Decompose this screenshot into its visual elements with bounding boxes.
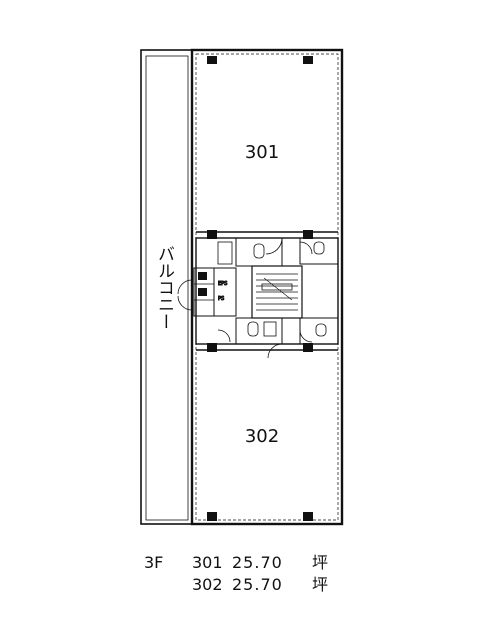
room-302: 302 bbox=[196, 349, 338, 447]
columns bbox=[207, 56, 313, 521]
room-302-label: 302 bbox=[245, 426, 279, 447]
eps-label: EPS bbox=[218, 281, 227, 287]
building-core: EPS PS bbox=[177, 237, 339, 359]
area-legend: 3F 301 25.70 坪 302 25.70 坪 bbox=[144, 552, 328, 596]
legend-row-302: 302 25.70 坪 bbox=[144, 574, 328, 596]
room-301-label: 301 bbox=[245, 142, 279, 163]
legend-row-301: 3F 301 25.70 坪 bbox=[144, 552, 328, 574]
legend-unit: 302 bbox=[192, 575, 223, 594]
ps-label: PS bbox=[218, 296, 224, 302]
balcony-label: バルコニー bbox=[154, 245, 174, 330]
legend-unit: 301 bbox=[192, 553, 223, 572]
legend-area: 25.70 bbox=[232, 553, 283, 572]
legend-unit-label: 坪 bbox=[312, 575, 329, 594]
legend-area: 25.70 bbox=[232, 575, 283, 594]
room-301: 301 bbox=[196, 142, 338, 233]
floor-label: 3F bbox=[144, 553, 164, 572]
balcony: バルコニー bbox=[140, 49, 193, 525]
legend-unit-label: 坪 bbox=[312, 553, 329, 572]
